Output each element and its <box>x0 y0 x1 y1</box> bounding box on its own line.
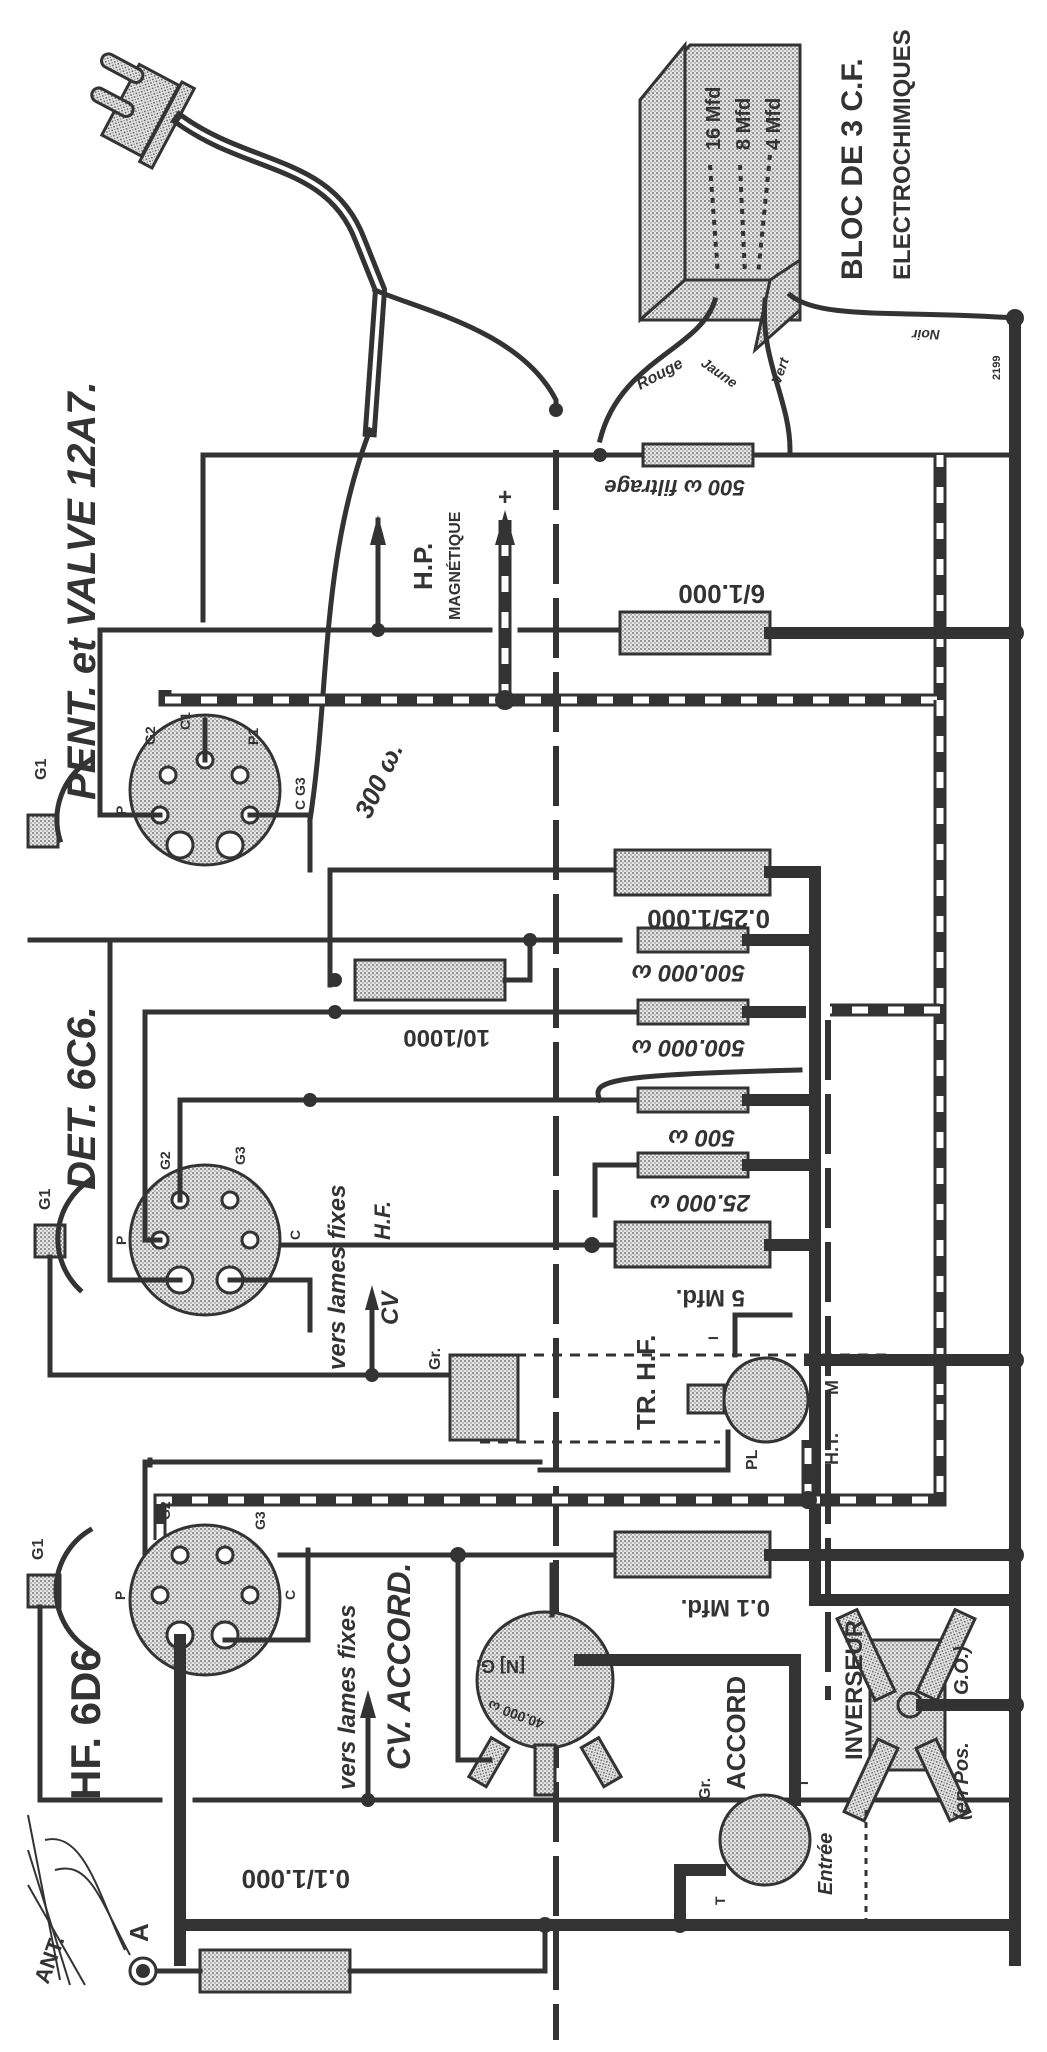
tube-12a7 <box>128 713 282 867</box>
a-label: A <box>124 1923 154 1942</box>
capacitor-01-label: 0.1 Mfd. <box>681 1594 770 1621</box>
pin-label: C <box>282 1590 298 1600</box>
block-subtitle: ELECTROCHIMIQUES <box>889 29 916 280</box>
capacitor-01-1000 <box>198 1948 352 1994</box>
resistor-500k-1-label: 500.000 ω <box>632 959 745 986</box>
cap-4-label: 4 Mfd <box>763 98 785 150</box>
wire-noir <box>786 291 1018 321</box>
i-hf-label: I <box>705 1336 721 1340</box>
pin-label: C1 <box>177 712 193 730</box>
pin-label: G3 <box>232 1146 248 1165</box>
pin-label: G2 <box>157 1501 173 1520</box>
pin-label: G1 <box>30 1539 47 1560</box>
ant-label: ANT. <box>29 1932 69 1986</box>
pin-label: P <box>112 1591 128 1600</box>
resistor-500 <box>636 1086 750 1114</box>
resistor-25k-label: 25.000 ω <box>650 1189 751 1216</box>
resistor-500-label: 500 ω <box>668 1124 735 1151</box>
capacitor-5-label: 5 Mfd. <box>676 1284 745 1311</box>
capacitor-01 <box>613 1530 772 1579</box>
antenna-icon <box>27 1814 131 1986</box>
gr-accord-label: Gr. <box>697 1778 714 1800</box>
cv-hf-label-1: vers lames fixes <box>324 1185 351 1370</box>
cap-16-label: 16 Mfd <box>703 87 725 150</box>
t-accord-label: T <box>712 1896 728 1905</box>
m-label: M <box>822 1380 842 1395</box>
capacitor-5 <box>613 1220 772 1269</box>
pin-label: G1 <box>33 759 50 780</box>
cv-hf-label-2: CV <box>377 1290 404 1325</box>
cord-300-label: 300 ω. <box>348 738 409 823</box>
tube-6d6 <box>128 1523 282 1677</box>
block-title: BLOC DE 3 C.F. <box>836 58 869 280</box>
g1-cap-12a7 <box>26 813 60 849</box>
cv-accord-label-2: CV. ACCORD. <box>381 1563 417 1770</box>
plus-sign: + <box>498 484 512 511</box>
capacitor-10 <box>353 958 507 1002</box>
go-label: G.O.) <box>951 1646 973 1695</box>
pl-label: PL <box>744 1449 761 1470</box>
grid-coil-hf <box>448 1353 520 1442</box>
capacitor-10-label: 10/1000 <box>403 1024 490 1051</box>
magnetique-label: MAGNÉTIQUE <box>445 511 464 620</box>
accord-coil <box>718 1793 812 1887</box>
ht-bus-top <box>158 455 947 707</box>
resistor-500k-2-label: 500.000 ω <box>632 1034 745 1061</box>
accord-label: ACCORD <box>721 1676 751 1790</box>
drawing-ref: 2199 <box>991 356 1003 380</box>
tr-hf-label: TR. H.F. <box>631 1335 661 1430</box>
resistor-filtrage-label: 500 ω filtrage <box>604 475 745 500</box>
tube-6d6-name: HF. 6D6 <box>62 1648 109 1800</box>
i-accord-label: I <box>795 1781 811 1785</box>
pin-label: G3 <box>252 1511 268 1530</box>
mains-plug-icon <box>90 52 197 171</box>
capacitor-6-label: 6/1.000 <box>678 579 765 609</box>
capacitor-6 <box>618 610 772 656</box>
pin-label: C <box>287 1230 303 1240</box>
resistor-500k-2 <box>636 998 750 1026</box>
cv-accord-label-1: vers lames fixes <box>334 1605 361 1790</box>
cord-300-ohm <box>307 426 374 823</box>
tr-hf-can <box>722 1356 810 1444</box>
resistor-filtrage <box>641 442 755 468</box>
coil-label: [N] G. <box>476 1656 525 1676</box>
inverseur-label: INVERSEUR <box>841 1620 868 1760</box>
resistor-25k <box>636 1151 750 1179</box>
resistor-500k-1 <box>636 926 750 954</box>
cv-hf-label-3: H.F. <box>370 1201 395 1240</box>
wire-noir-label: Noir <box>910 327 940 343</box>
pin-label: C G3 <box>292 777 308 810</box>
en-pos-label: (en Pos. <box>951 1742 973 1820</box>
tube-12a7-name: PENT. et VALVE 12A7. <box>60 381 104 800</box>
cap-8-label: 8 Mfd <box>733 98 755 150</box>
electrolytic-block <box>638 40 802 355</box>
wire-vert <box>761 297 793 453</box>
pin-label: G2 <box>157 1151 173 1170</box>
wire-rouge <box>596 296 719 444</box>
mains-wire <box>371 286 559 413</box>
gr-hf-label: Gr. <box>427 1348 444 1370</box>
pin-label: P <box>113 1236 129 1245</box>
tube-6c6-name: DET. 6C6. <box>60 1006 104 1190</box>
pin-label: P <box>113 806 129 815</box>
wire-jaune-label: Jaune <box>698 354 740 390</box>
capacitor-01-1000-label: 0.1/1.000 <box>242 1864 350 1894</box>
capacitor-025 <box>613 848 772 897</box>
pin-label: G1 <box>37 1189 54 1210</box>
pin-label: G2 <box>142 726 158 745</box>
hp-label: H.P. <box>408 543 438 590</box>
ht-label: H.T. <box>822 1433 842 1465</box>
pin-label: P1 <box>245 728 261 745</box>
antenna-coil <box>466 1610 624 1797</box>
entree-label: Entrée <box>815 1833 837 1895</box>
